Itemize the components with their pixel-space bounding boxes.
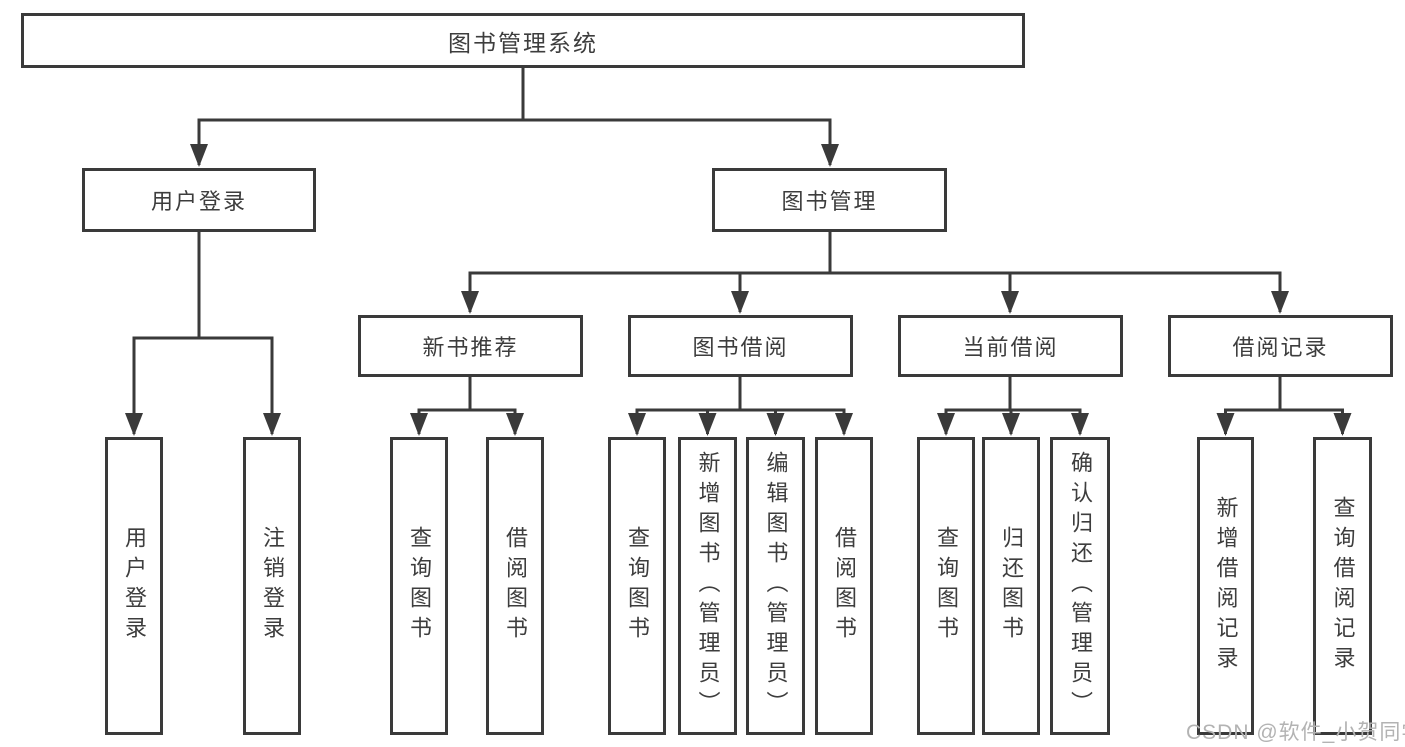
- node-library-management-system: 图书管理系统: [21, 13, 1025, 68]
- arrowhead: [1333, 413, 1352, 436]
- node-label: 图书借阅: [692, 335, 789, 360]
- node-label: 新书推荐: [422, 335, 519, 360]
- leaf-query-books: 查询图书: [390, 437, 448, 735]
- arrowhead: [1071, 413, 1089, 436]
- leaf-label: 借阅图书: [503, 526, 528, 646]
- leaf-query-books-3: 查询图书: [917, 437, 975, 735]
- node-book-management: 图书管理: [712, 168, 947, 232]
- leaf-confirm-return-admin: 确认归还（管理员）: [1050, 437, 1110, 735]
- leaf-label: 归还图书: [999, 526, 1024, 646]
- node-label: 图书管理: [781, 189, 878, 214]
- csdn-watermark: CSDN @软件_小贺同学: [1186, 721, 1405, 744]
- leaf-label: 编辑图书（管理员）: [763, 451, 789, 721]
- connector-newbook-to-leaves: [417, 377, 517, 434]
- leaf-user-login: 用户登录: [105, 437, 163, 735]
- leaf-label: 用户登录: [122, 526, 147, 646]
- node-new-book-recommendation: 新书推荐: [358, 315, 583, 377]
- leaf-label: 查询借阅记录: [1330, 496, 1356, 676]
- leaf-label: 查询图书: [625, 526, 650, 646]
- arrowhead: [190, 144, 208, 167]
- arrowhead: [1271, 291, 1289, 314]
- arrowhead: [461, 291, 479, 314]
- arrowhead: [628, 413, 646, 436]
- leaf-return-books: 归还图书: [982, 437, 1040, 735]
- node-user-login: 用户登录: [82, 168, 316, 232]
- connector-root-to-level2: [197, 66, 832, 165]
- connector-records-to-leaves: [1224, 377, 1344, 434]
- node-book-borrowing: 图书借阅: [628, 315, 853, 377]
- leaf-borrow-books-2: 借阅图书: [815, 437, 873, 735]
- arrowhead: [125, 413, 143, 436]
- connector-bookmgmt-to-level3: [468, 232, 1282, 312]
- arrowhead: [731, 291, 749, 314]
- leaf-label: 确认归还（管理员）: [1068, 451, 1093, 721]
- leaf-label: 注销登录: [260, 526, 285, 646]
- leaf-query-books-2: 查询图书: [608, 437, 666, 735]
- connector-userlogin-to-leaves: [132, 232, 274, 434]
- arrowhead: [410, 413, 428, 436]
- arrowhead: [1216, 413, 1235, 436]
- connector-bookborrow-to-leaves: [635, 377, 846, 434]
- leaf-add-books-admin: 新增图书（管理员）: [678, 437, 737, 735]
- node-label: 当前借阅: [962, 335, 1059, 360]
- arrowhead: [263, 413, 281, 436]
- node-label: 图书管理系统: [448, 29, 598, 56]
- node-label: 用户登录: [150, 189, 247, 214]
- leaf-edit-books-admin: 编辑图书（管理员）: [746, 437, 805, 735]
- arrowhead: [506, 413, 524, 436]
- node-label: 借阅记录: [1232, 335, 1329, 360]
- node-current-borrowing: 当前借阅: [898, 315, 1123, 377]
- leaf-query-borrow-record: 查询借阅记录: [1313, 437, 1372, 735]
- leaf-label: 查询图书: [934, 526, 959, 646]
- arrowhead: [1002, 413, 1020, 436]
- leaf-add-borrow-record: 新增借阅记录: [1197, 437, 1254, 735]
- leaf-logout: 注销登录: [243, 437, 301, 735]
- leaf-label: 新增图书（管理员）: [695, 451, 721, 721]
- arrowhead: [835, 413, 853, 436]
- arrowhead: [937, 413, 955, 436]
- arrowhead: [698, 413, 717, 436]
- leaf-borrow-books: 借阅图书: [486, 437, 544, 735]
- leaf-label: 新增借阅记录: [1213, 496, 1239, 676]
- node-borrowing-records: 借阅记录: [1168, 315, 1393, 377]
- leaf-label: 借阅图书: [832, 526, 857, 646]
- arrowhead: [1001, 291, 1019, 314]
- arrowhead: [821, 144, 839, 167]
- arrowhead: [766, 413, 785, 436]
- leaf-label: 查询图书: [407, 526, 432, 646]
